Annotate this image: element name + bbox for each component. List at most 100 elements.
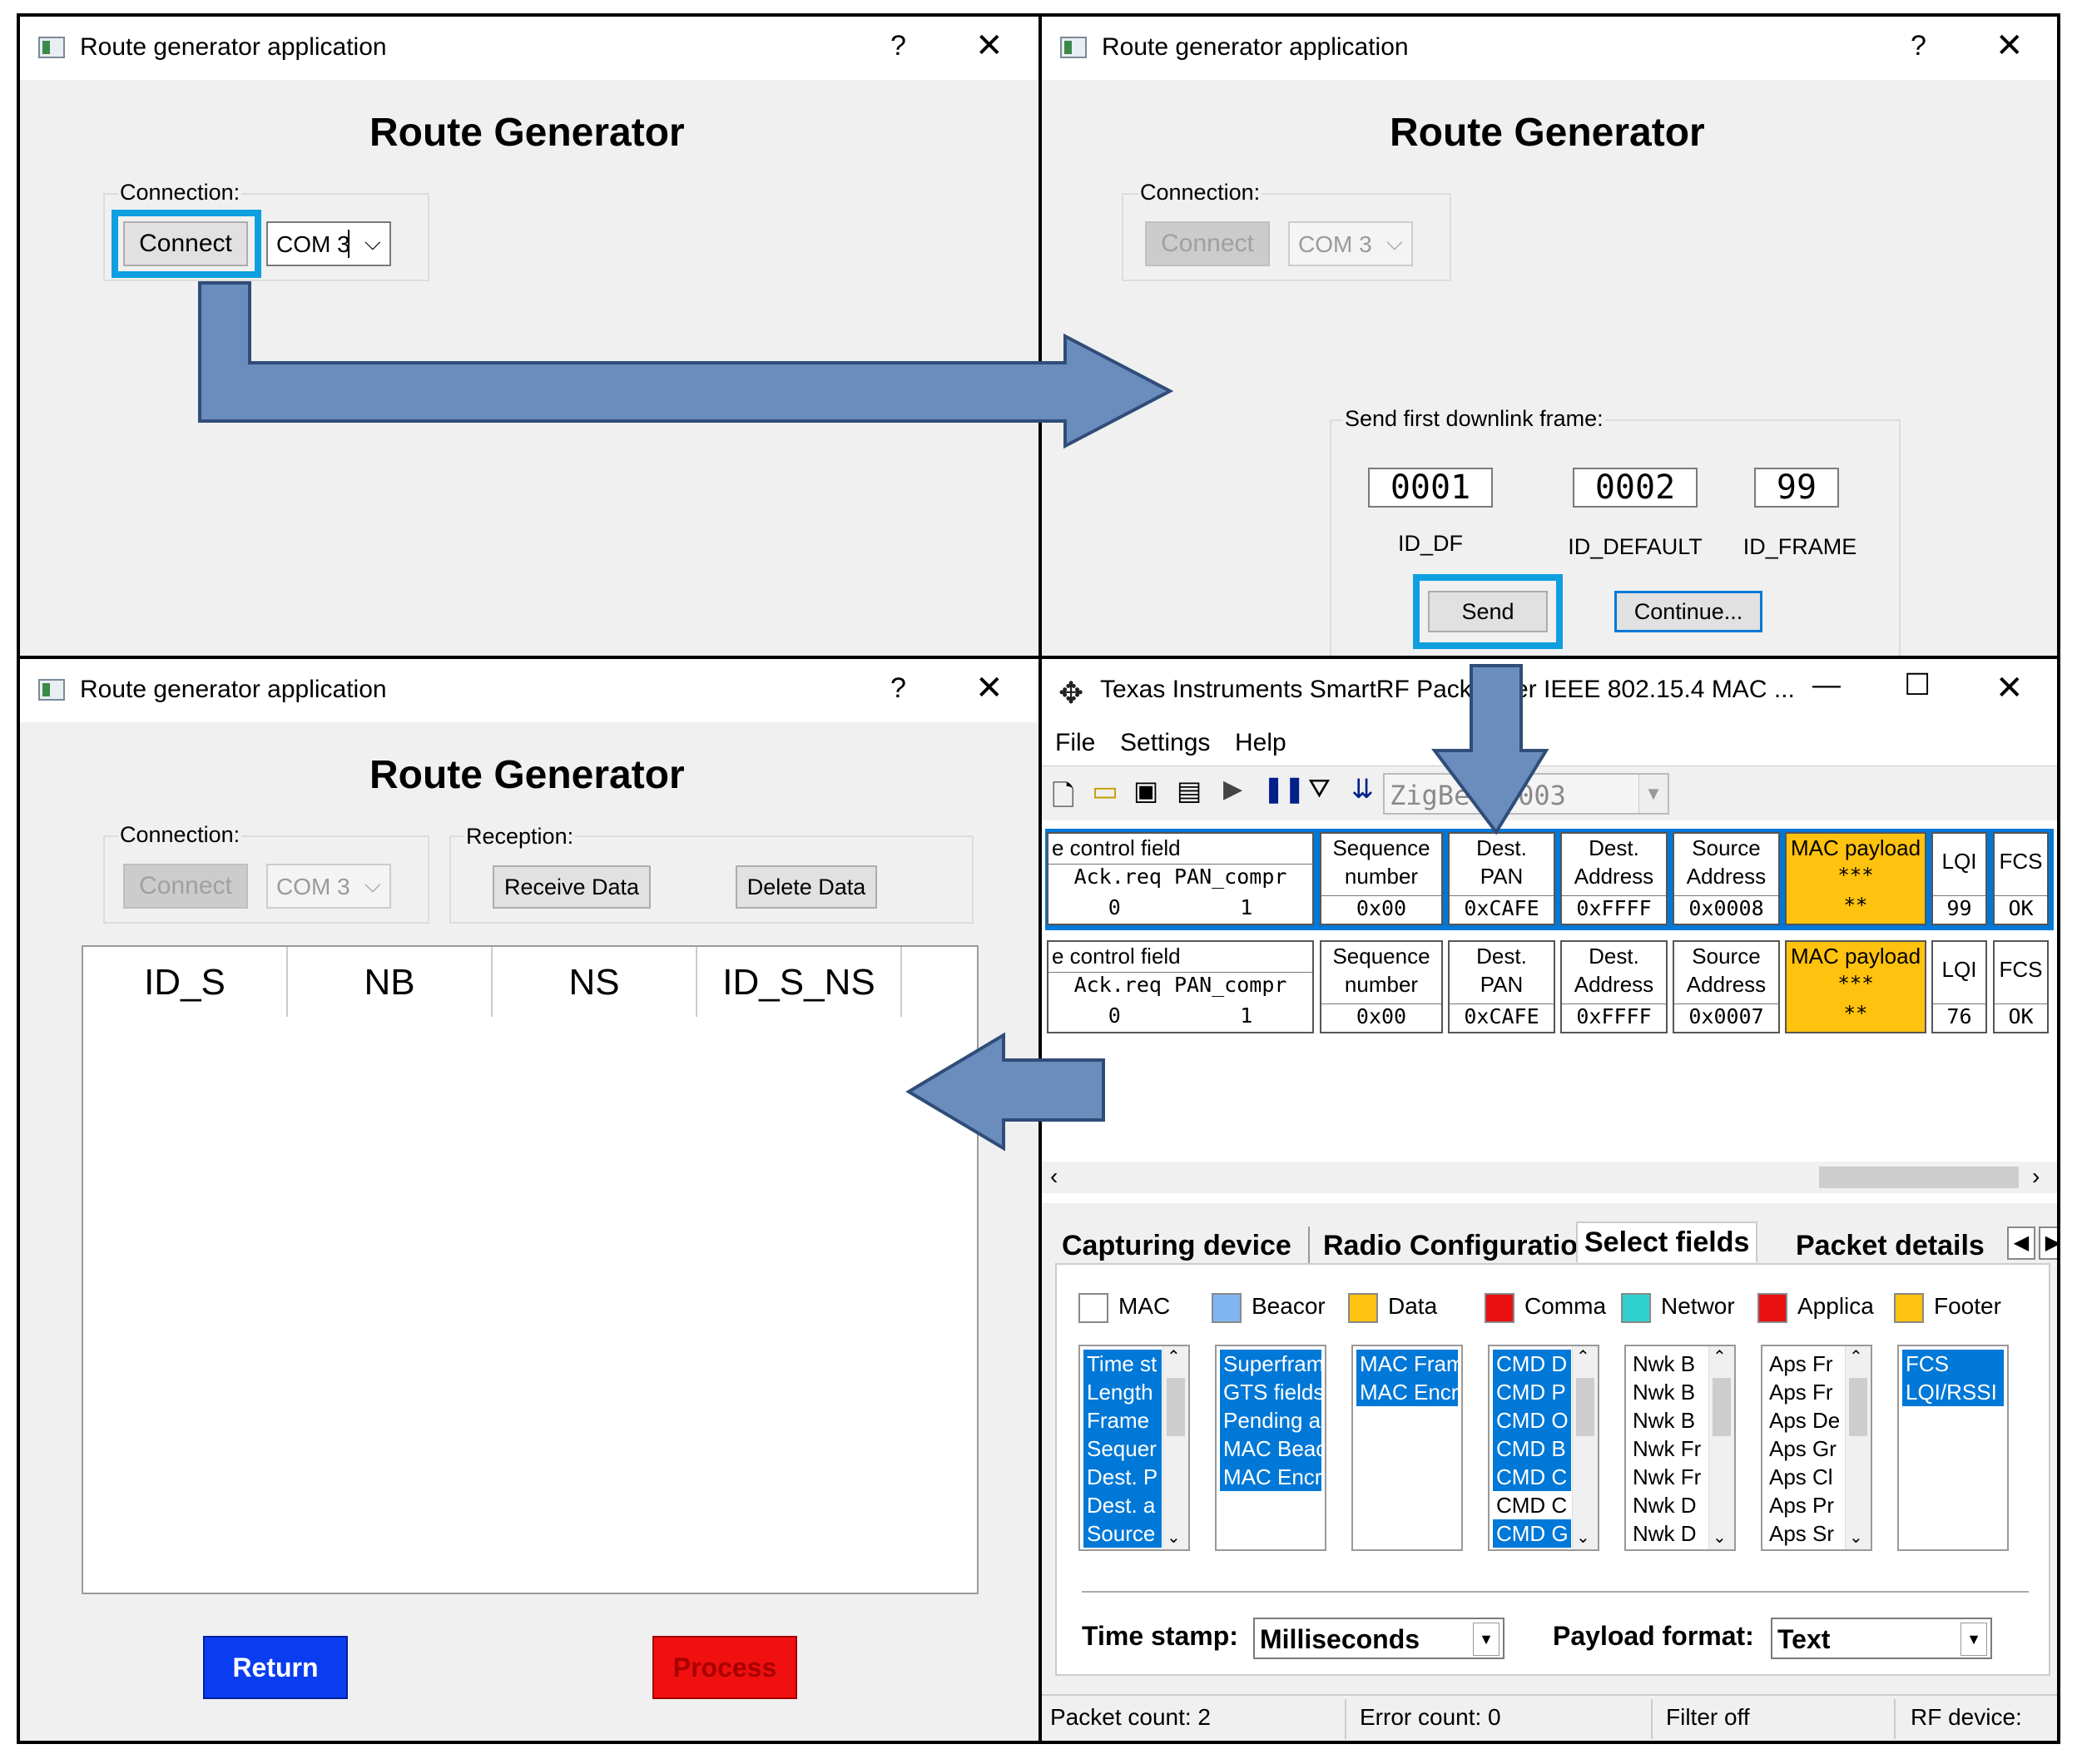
connect-button[interactable]: Connect (1145, 221, 1270, 266)
field-list-item[interactable]: MAC Fram (1356, 1350, 1461, 1378)
scroll-up-icon[interactable]: ⌃ (1167, 1348, 1181, 1366)
category-swatch-network[interactable] (1621, 1293, 1651, 1323)
column-header-ns[interactable]: NS (568, 962, 620, 1003)
scroll-down-icon[interactable]: ⌄ (1849, 1529, 1863, 1547)
field-list-item[interactable]: MAC Beac (1220, 1434, 1325, 1463)
field-list-item[interactable]: Nwk D (1633, 1521, 1697, 1546)
field-list-item[interactable]: CMD C (1496, 1493, 1568, 1518)
horizontal-scrollbar[interactable]: ‹ › (1042, 1162, 2057, 1193)
field-list-item[interactable]: Pending ad (1220, 1406, 1325, 1434)
open-folder-icon[interactable]: ▭ (1092, 775, 1119, 807)
id-df-field[interactable]: 0001 (1368, 468, 1493, 508)
field-list-item[interactable]: Dest. a (1083, 1491, 1162, 1519)
field-list-item[interactable]: Nwk Fr (1633, 1436, 1702, 1461)
field-list-item[interactable]: GTS fields (1220, 1378, 1324, 1406)
help-icon[interactable]: ? (1911, 30, 1926, 62)
field-list-item[interactable]: Nwk B (1633, 1380, 1696, 1405)
play-icon[interactable]: ▶ (1223, 775, 1243, 803)
vertical-scrollbar[interactable]: ⌃⌄ (1845, 1346, 1871, 1549)
category-swatch-application[interactable] (1757, 1293, 1787, 1323)
category-swatch-command[interactable] (1485, 1293, 1514, 1323)
category-swatch-footer[interactable] (1894, 1293, 1924, 1323)
vertical-scrollbar[interactable]: ⌃⌄ (1572, 1346, 1598, 1549)
com-port-select[interactable]: COM 3 ⌵ (266, 221, 391, 266)
id-frame-field[interactable]: 99 (1754, 468, 1839, 508)
data-table[interactable]: ID_S NB NS ID_S_NS (82, 945, 979, 1594)
field-list-item[interactable]: Nwk Fr (1633, 1464, 1702, 1489)
close-icon[interactable]: ✕ (975, 670, 1004, 706)
com-port-select[interactable]: COM 3 ⌵ (1288, 221, 1413, 266)
field-list-item[interactable]: Dest. P (1083, 1463, 1162, 1491)
scrollbar-thumb[interactable] (1849, 1378, 1867, 1436)
scrollbar-thumb[interactable] (1713, 1378, 1731, 1436)
tab-radio-configuration[interactable]: Radio Configuration (1323, 1230, 1595, 1261)
clear-icon[interactable]: ▤ (1177, 775, 1202, 805)
filter-icon[interactable]: ⛛ (1308, 773, 1331, 803)
receive-data-button[interactable]: Receive Data (493, 865, 651, 909)
field-list-item[interactable]: Frame (1083, 1406, 1162, 1434)
scroll-down-icon[interactable]: ⌄ (1713, 1529, 1727, 1547)
menu-settings[interactable]: Settings (1120, 729, 1211, 756)
category-swatch-mac[interactable] (1078, 1293, 1108, 1323)
field-list-item[interactable]: Aps De (1769, 1408, 1841, 1433)
tab-packet-details[interactable]: Packet details (1796, 1230, 1985, 1261)
field-list-item[interactable]: CMD D (1493, 1350, 1571, 1378)
field-list-item[interactable]: Superfram (1220, 1350, 1324, 1378)
scroll-right-icon[interactable]: › (2032, 1163, 2040, 1189)
field-list-item[interactable]: Source (1083, 1519, 1162, 1548)
close-icon[interactable]: ✕ (1995, 670, 2024, 706)
delete-data-button[interactable]: Delete Data (736, 865, 877, 909)
field-list-item[interactable]: Aps Fr (1769, 1380, 1833, 1405)
column-header-id-s-ns[interactable]: ID_S_NS (722, 962, 875, 1003)
scroll-up-icon[interactable]: ⌃ (1713, 1348, 1727, 1366)
scrollbar-thumb[interactable] (1167, 1378, 1185, 1436)
category-swatch-beacon[interactable] (1212, 1293, 1242, 1323)
menu-help[interactable]: Help (1235, 729, 1286, 756)
return-button[interactable]: Return (203, 1636, 348, 1699)
column-header-id-s[interactable]: ID_S (144, 962, 226, 1003)
field-list-item[interactable]: CMD C (1493, 1463, 1571, 1491)
field-list-item[interactable]: Aps Cl (1769, 1464, 1833, 1489)
field-list-item[interactable]: MAC Encry (1356, 1378, 1461, 1406)
com-port-select[interactable]: COM 3 ⌵ (266, 864, 391, 909)
field-list-item[interactable]: Aps Pr (1769, 1493, 1835, 1518)
scroll-down-icon[interactable]: ⌄ (1167, 1529, 1181, 1547)
field-list-item[interactable]: CMD O (1493, 1406, 1571, 1434)
save-icon[interactable]: ▣ (1133, 775, 1159, 805)
scroll-down-icon[interactable]: ⌄ (1576, 1529, 1590, 1547)
minimize-icon[interactable]: — (1812, 669, 1841, 701)
field-list-item[interactable]: CMD P (1493, 1378, 1571, 1406)
vertical-scrollbar[interactable]: ⌃⌄ (1162, 1346, 1188, 1549)
pause-icon[interactable]: ❚❚ (1263, 775, 1306, 803)
scroll-up-icon[interactable]: ⌃ (1576, 1348, 1590, 1366)
field-list-item[interactable]: Nwk D (1633, 1493, 1697, 1518)
tab-scroll-right-icon[interactable]: ▶ (2039, 1226, 2057, 1260)
scrollbar-thumb[interactable] (1576, 1378, 1594, 1436)
connect-button[interactable]: Connect (123, 221, 248, 266)
process-button[interactable]: Process (652, 1636, 797, 1699)
tab-capturing-device[interactable]: Capturing device (1062, 1230, 1291, 1261)
field-list-item[interactable]: Aps Sr (1769, 1521, 1835, 1546)
field-list-item[interactable]: MAC Encry (1220, 1463, 1325, 1491)
send-button[interactable]: Send (1428, 591, 1548, 632)
field-list-item[interactable]: Aps Gr (1769, 1436, 1837, 1461)
help-icon[interactable]: ? (890, 672, 906, 704)
continue-button[interactable]: Continue... (1614, 591, 1762, 632)
new-file-icon[interactable]: 🗋 (1052, 780, 1075, 812)
timestamp-select[interactable]: Milliseconds ▼ (1253, 1618, 1504, 1659)
scroll-up-icon[interactable]: ⌃ (1849, 1348, 1863, 1366)
scroll-left-icon[interactable]: ‹ (1050, 1163, 1058, 1189)
tab-scroll-left-icon[interactable]: ◀ (2007, 1226, 2035, 1260)
help-icon[interactable]: ? (890, 30, 906, 62)
payload-format-select[interactable]: Text ▼ (1771, 1618, 1992, 1659)
protocol-select[interactable]: ZigBee 2003 ▼ (1383, 773, 1669, 815)
